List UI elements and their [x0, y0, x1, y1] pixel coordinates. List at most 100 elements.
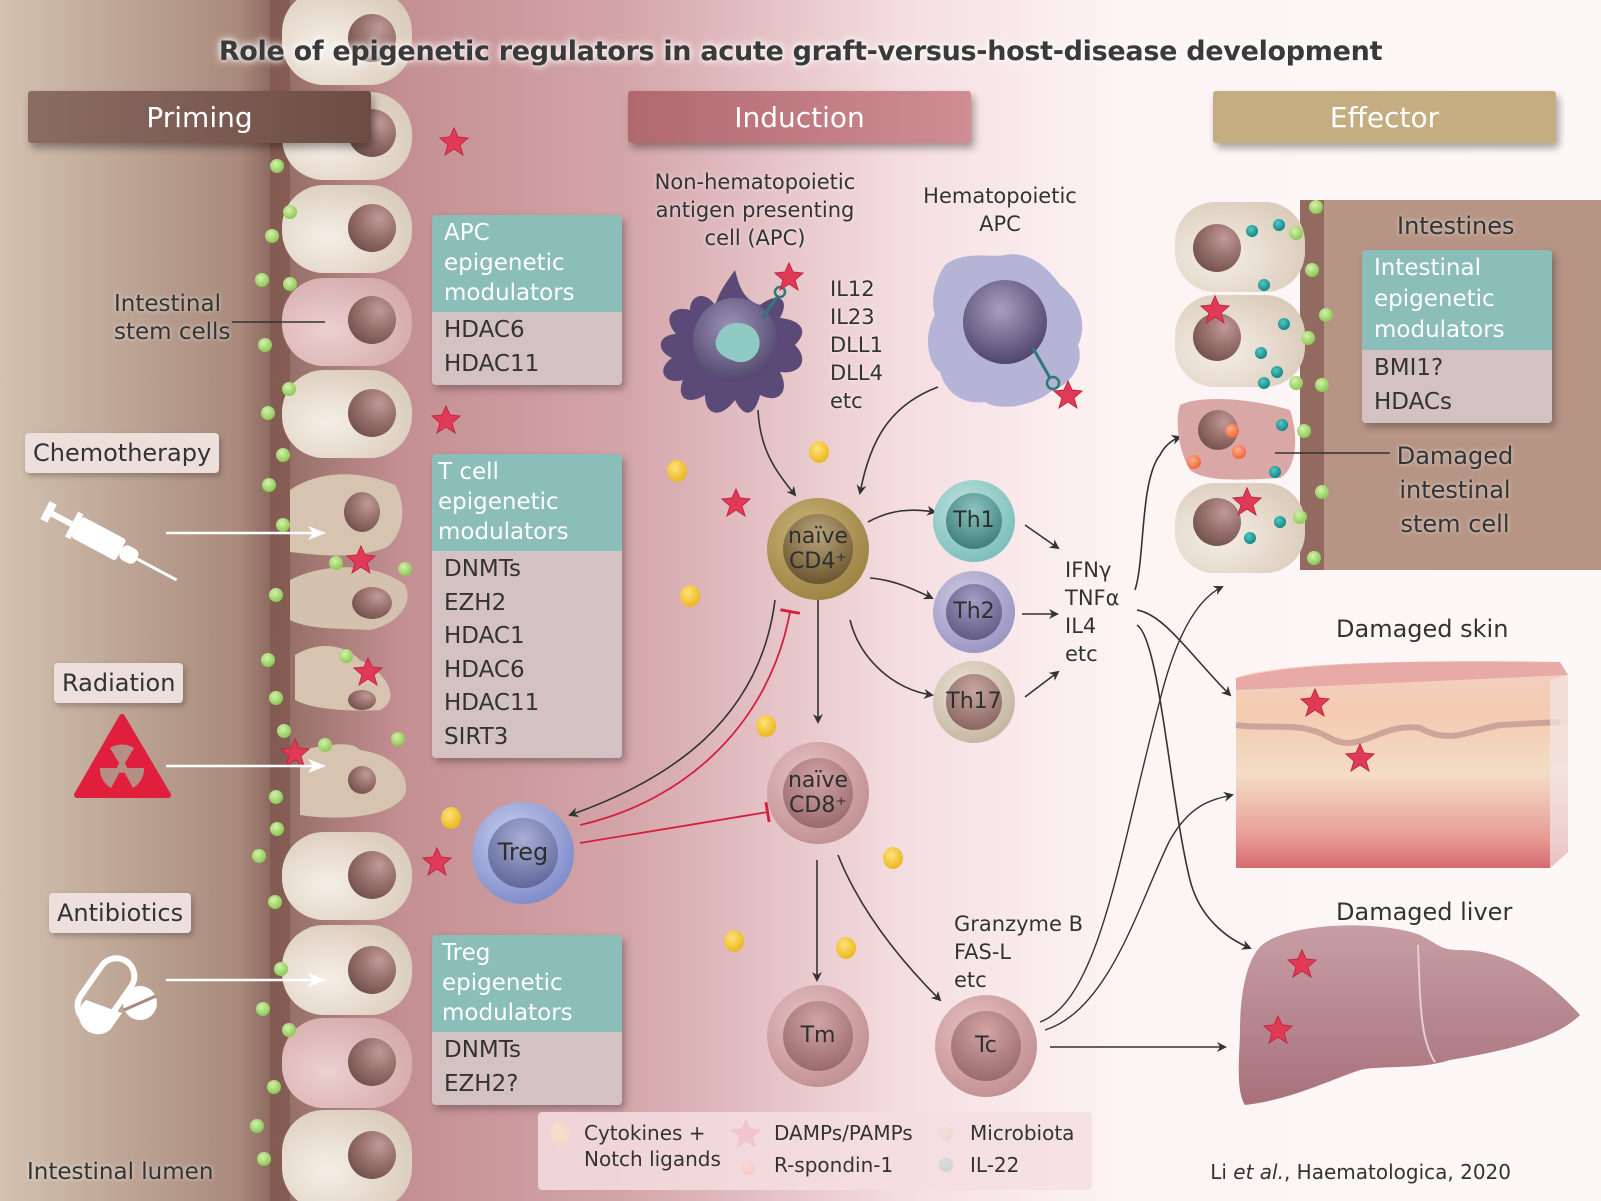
modulator-item: EZH2 — [444, 589, 507, 616]
naive-cd4-cell — [767, 498, 869, 600]
phase-effector: Effector — [1213, 91, 1556, 143]
header-line: modulators — [1374, 317, 1505, 343]
header-line: modulators — [444, 280, 575, 306]
intestinal-modulators-list: BMI1? HDACs — [1362, 350, 1552, 423]
tc-effectors-list: Granzyme B FAS-L etc — [954, 910, 1083, 994]
modulator-item: DNMTs — [444, 1037, 521, 1063]
signal-item: DLL1 — [830, 333, 883, 357]
th1-cell — [933, 480, 1015, 562]
modulator-item: DNMTs — [444, 556, 521, 582]
cytokine-item: IFNγ — [1065, 558, 1112, 582]
intestinal-lumen-label: Intestinal lumen — [27, 1159, 214, 1185]
tc-label: Tc — [975, 1033, 997, 1058]
figure-title: Role of epigenetic regulators in acute g… — [218, 36, 1383, 67]
pill-icon — [74, 955, 157, 1035]
modulator-item: EZH2? — [444, 1070, 519, 1097]
inhibition-lines — [579, 608, 801, 844]
apc-signals-list: IL12 IL23 DLL1 DLL4 etc — [830, 275, 883, 415]
tm-cell — [767, 985, 869, 1087]
naive-cd8-cell — [767, 742, 869, 844]
phase-priming: Priming — [28, 91, 371, 143]
header-line: Treg epigenetic — [442, 940, 563, 996]
th1-label: Th1 — [953, 508, 995, 533]
label-line: naïve — [787, 768, 849, 793]
th17-cell — [933, 661, 1015, 743]
th-cytokines-list: IFNγ TNFα IL4 etc — [1065, 556, 1119, 668]
label-line: Hematopoietic — [923, 184, 1077, 208]
label-line: APC — [979, 212, 1021, 236]
legend-label-line: Notch ligands — [584, 1147, 721, 1171]
apc-modulators-header: APC epigenetic modulators — [432, 215, 622, 312]
cytokine-dots — [441, 441, 903, 959]
label-line: cell (APC) — [704, 226, 806, 250]
damaged-skin — [1235, 661, 1568, 868]
naive-cd8-label: naïve CD8⁺ — [778, 768, 858, 818]
radiation-label: Radiation — [54, 663, 184, 703]
damaged-liver-label: Damaged liver — [1336, 898, 1513, 926]
th2-cell — [933, 571, 1015, 653]
modulator-item: BMI1? — [1374, 355, 1444, 381]
hematopoietic-apc-label: Hematopoietic APC — [900, 182, 1100, 238]
cytokine-item: IL4 — [1065, 614, 1097, 638]
legend-cytokines: Cytokines + Notch ligands — [584, 1120, 721, 1172]
hematopoietic-apc-cell — [928, 254, 1083, 409]
citation-author: Li — [1210, 1160, 1234, 1184]
label-line: Non-hematopoietic — [654, 170, 856, 194]
signal-item: IL23 — [830, 305, 875, 329]
legend-damps: DAMPs/PAMPs — [774, 1121, 913, 1145]
intestinal-modulators-header: Intestinal epigenetic modulators — [1362, 250, 1552, 350]
modulator-item: HDAC6 — [444, 656, 525, 683]
modulator-item: SIRT3 — [444, 723, 509, 750]
label-line: intestinal — [1399, 476, 1511, 504]
treg-modulators-header: Treg epigenetic modulators — [432, 935, 622, 1032]
citation-journal: , Haematologica, 2020 — [1283, 1160, 1511, 1184]
label-line: stem cell — [1400, 510, 1510, 538]
label-line: Intestinal — [114, 291, 221, 317]
modulator-item: HDACs — [1374, 388, 1452, 415]
th17-label: Th17 — [946, 689, 1002, 714]
header-line: Intestinal — [1374, 255, 1481, 281]
modulator-item: HDAC1 — [444, 623, 525, 649]
chemotherapy-label: Chemotherapy — [25, 433, 220, 473]
effector-item: FAS-L — [954, 940, 1012, 964]
header-line: modulators — [442, 1000, 573, 1026]
label-line: naïve — [787, 524, 849, 549]
tcell-modulators-box: T cell epigenetic modulators DNMTs EZH2 … — [432, 454, 622, 758]
citation-etal: et al. — [1233, 1160, 1284, 1184]
intestines-label: Intestines — [1397, 212, 1515, 240]
legend-label-line: Cytokines + — [584, 1121, 706, 1145]
effector-item: etc — [954, 968, 987, 992]
nonhematopoietic-apc-cell — [660, 262, 804, 413]
header-line: T cell epigenetic — [438, 459, 559, 515]
signal-item: DLL4 — [830, 361, 883, 385]
treg-cell — [472, 802, 574, 904]
citation: Li et al., Haematologica, 2020 — [1210, 1160, 1511, 1184]
label-line: Damaged — [1396, 442, 1514, 470]
tc-cell — [935, 995, 1037, 1097]
label-line: CD8⁺ — [789, 793, 847, 818]
trigger-arrows — [166, 526, 326, 987]
modulator-item: HDAC11 — [444, 690, 540, 716]
legend-rspondin: R-spondin-1 — [774, 1153, 894, 1177]
intestinal-stem-cells-label: Intestinal stem cells — [114, 290, 230, 346]
tm-label: Tm — [800, 1023, 836, 1048]
phase-induction: Induction — [628, 91, 971, 143]
damaged-liver — [1238, 925, 1580, 1105]
radiation-icon — [74, 714, 171, 798]
epithelial-cells-left — [282, 0, 412, 1201]
cytokine-item: etc — [1065, 642, 1098, 666]
naive-cd4-label: naïve CD4⁺ — [778, 524, 858, 574]
modulator-item: HDAC6 — [444, 317, 525, 343]
tcell-modulators-list: DNMTs EZH2 HDAC1 HDAC6 HDAC11 SIRT3 — [432, 551, 622, 758]
cytokine-item: TNFα — [1065, 586, 1120, 610]
modulator-item: HDAC11 — [444, 350, 540, 377]
treg-modulators-list: DNMTs EZH2? — [432, 1032, 622, 1105]
pathway-arrows — [568, 386, 1252, 1052]
label-line: CD4⁺ — [789, 549, 847, 574]
effector-item: Granzyme B — [954, 912, 1083, 936]
label-line: stem cells — [114, 319, 231, 345]
intestinal-modulators-box: Intestinal epigenetic modulators BMI1? H… — [1362, 250, 1552, 423]
header-line: APC epigenetic — [444, 220, 565, 276]
legend-il22: IL-22 — [970, 1153, 1020, 1177]
antibiotics-label: Antibiotics — [49, 893, 192, 933]
